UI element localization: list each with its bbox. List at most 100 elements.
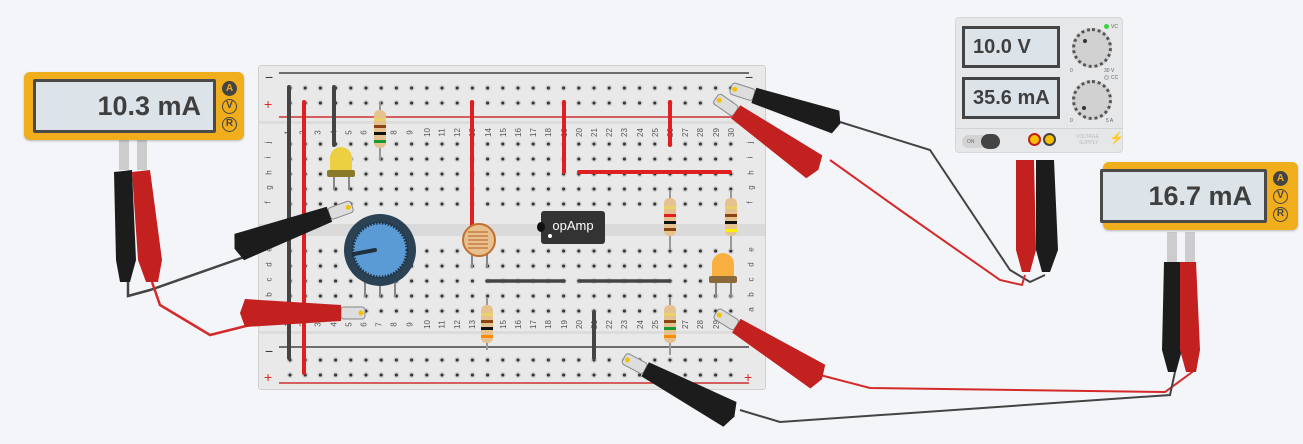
breadboard-hole[interactable] bbox=[590, 307, 598, 315]
breadboard-hole[interactable] bbox=[651, 247, 658, 255]
breadboard-hole[interactable] bbox=[362, 356, 370, 364]
breadboard-hole[interactable] bbox=[530, 247, 537, 255]
breadboard-hole[interactable] bbox=[362, 307, 370, 315]
breadboard-hole[interactable] bbox=[484, 292, 491, 300]
breadboard-hole[interactable] bbox=[302, 371, 309, 379]
breadboard-hole[interactable] bbox=[727, 307, 734, 315]
breadboard-hole[interactable] bbox=[560, 277, 567, 285]
breadboard-hole[interactable] bbox=[408, 247, 415, 255]
breadboard-hole[interactable] bbox=[514, 307, 522, 315]
breadboard-hole[interactable] bbox=[666, 356, 674, 364]
breadboard-hole[interactable] bbox=[408, 200, 415, 208]
breadboard-hole[interactable] bbox=[286, 140, 294, 148]
breadboard-hole[interactable] bbox=[302, 292, 309, 300]
breadboard-hole[interactable] bbox=[469, 170, 476, 178]
breadboard-hole[interactable] bbox=[636, 292, 643, 300]
mode-ohmmeter-button[interactable]: R bbox=[1273, 207, 1288, 222]
breadboard-hole[interactable] bbox=[393, 155, 400, 163]
breadboard-hole[interactable] bbox=[499, 140, 506, 148]
breadboard-hole[interactable] bbox=[606, 307, 613, 315]
breadboard-hole[interactable] bbox=[347, 356, 354, 364]
breadboard-hole[interactable] bbox=[454, 247, 461, 255]
breadboard-hole[interactable] bbox=[530, 170, 537, 178]
breadboard-hole[interactable] bbox=[545, 140, 552, 148]
breadboard-hole[interactable] bbox=[514, 247, 522, 255]
power-supply[interactable]: 10.0 V 35.6 mA 0 30 V 0 5 A VC CC ON VOL… bbox=[955, 17, 1124, 153]
breadboard-hole[interactable] bbox=[621, 371, 628, 379]
breadboard-hole[interactable] bbox=[651, 170, 658, 178]
breadboard-hole[interactable] bbox=[499, 155, 506, 163]
breadboard-hole[interactable] bbox=[302, 247, 309, 255]
breadboard-hole[interactable] bbox=[454, 185, 461, 193]
breadboard-hole[interactable] bbox=[530, 185, 537, 193]
breadboard-hole[interactable] bbox=[530, 277, 537, 285]
breadboard-hole[interactable] bbox=[560, 155, 567, 163]
breadboard-hole[interactable] bbox=[362, 277, 370, 285]
breadboard-hole[interactable] bbox=[727, 140, 734, 148]
breadboard-hole[interactable] bbox=[332, 84, 339, 92]
breadboard-hole[interactable] bbox=[408, 262, 415, 270]
breadboard-hole[interactable] bbox=[712, 247, 719, 255]
breadboard-hole[interactable] bbox=[438, 140, 446, 148]
breadboard-hole[interactable] bbox=[347, 292, 354, 300]
breadboard-hole[interactable] bbox=[514, 371, 522, 379]
breadboard-hole[interactable] bbox=[378, 356, 385, 364]
breadboard-hole[interactable] bbox=[530, 262, 537, 270]
breadboard-hole[interactable] bbox=[393, 200, 400, 208]
breadboard-hole[interactable] bbox=[484, 200, 491, 208]
breadboard-hole[interactable] bbox=[408, 170, 415, 178]
breadboard-hole[interactable] bbox=[438, 371, 446, 379]
breadboard-hole[interactable] bbox=[651, 262, 658, 270]
breadboard-hole[interactable] bbox=[317, 247, 324, 255]
breadboard-hole[interactable] bbox=[484, 356, 491, 364]
breadboard-hole[interactable] bbox=[302, 170, 309, 178]
breadboard-hole[interactable] bbox=[636, 277, 643, 285]
breadboard-hole[interactable] bbox=[332, 307, 339, 315]
breadboard-hole[interactable] bbox=[727, 99, 734, 107]
breadboard-hole[interactable] bbox=[362, 84, 370, 92]
breadboard-hole[interactable] bbox=[651, 292, 658, 300]
breadboard-hole[interactable] bbox=[332, 140, 339, 148]
breadboard-hole[interactable] bbox=[590, 371, 598, 379]
breadboard-hole[interactable] bbox=[575, 155, 582, 163]
breadboard-hole[interactable] bbox=[621, 356, 628, 364]
breadboard-hole[interactable] bbox=[606, 170, 613, 178]
breadboard-hole[interactable] bbox=[590, 140, 598, 148]
breadboard-hole[interactable] bbox=[484, 155, 491, 163]
breadboard-hole[interactable] bbox=[317, 140, 324, 148]
breadboard-hole[interactable] bbox=[575, 140, 582, 148]
breadboard-hole[interactable] bbox=[469, 277, 476, 285]
breadboard-hole[interactable] bbox=[317, 262, 324, 270]
breadboard-hole[interactable] bbox=[454, 84, 461, 92]
breadboard-hole[interactable] bbox=[317, 84, 324, 92]
breadboard-hole[interactable] bbox=[438, 292, 446, 300]
breadboard-hole[interactable] bbox=[621, 247, 628, 255]
breadboard-hole[interactable] bbox=[712, 262, 719, 270]
breadboard-hole[interactable] bbox=[575, 371, 582, 379]
breadboard-hole[interactable] bbox=[530, 155, 537, 163]
breadboard-hole[interactable] bbox=[408, 356, 415, 364]
breadboard-hole[interactable] bbox=[423, 84, 430, 92]
breadboard-hole[interactable] bbox=[347, 371, 354, 379]
breadboard-hole[interactable] bbox=[606, 262, 613, 270]
breadboard-hole[interactable] bbox=[727, 247, 734, 255]
breadboard-hole[interactable] bbox=[575, 247, 582, 255]
breadboard-hole[interactable] bbox=[590, 262, 598, 270]
mode-ammeter-button[interactable]: A bbox=[1273, 171, 1288, 186]
wire-red[interactable] bbox=[819, 369, 1196, 394]
breadboard-hole[interactable] bbox=[682, 247, 689, 255]
opamp-ic[interactable]: opAmp bbox=[537, 211, 605, 244]
breadboard-hole[interactable] bbox=[286, 247, 294, 255]
breadboard-hole[interactable] bbox=[378, 277, 385, 285]
breadboard-hole[interactable] bbox=[499, 99, 506, 107]
breadboard-hole[interactable] bbox=[590, 356, 598, 364]
breadboard-hole[interactable] bbox=[666, 84, 674, 92]
breadboard-hole[interactable] bbox=[590, 155, 598, 163]
breadboard-hole[interactable] bbox=[545, 292, 552, 300]
breadboard-hole[interactable] bbox=[545, 170, 552, 178]
breadboard-hole[interactable] bbox=[712, 84, 719, 92]
breadboard-hole[interactable] bbox=[286, 155, 294, 163]
breadboard-hole[interactable] bbox=[484, 247, 491, 255]
breadboard-hole[interactable] bbox=[393, 84, 400, 92]
